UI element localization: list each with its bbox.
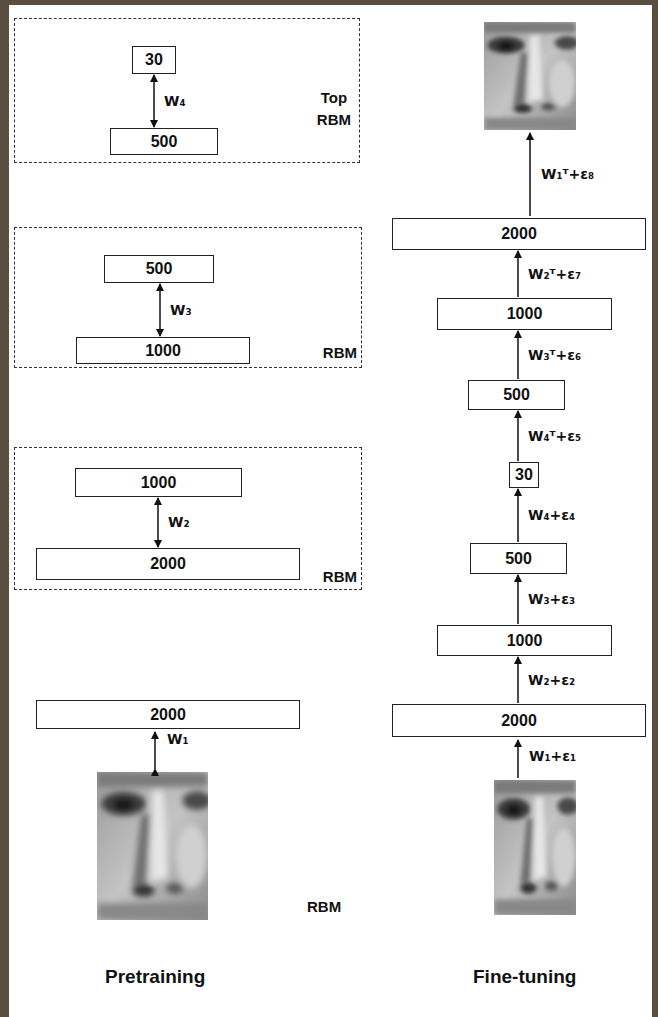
weight-arrow	[517, 575, 519, 624]
weight-label: W₄	[163, 93, 187, 110]
layer-box: 2000	[36, 548, 300, 580]
weight-arrow	[517, 740, 519, 778]
weight-arrow	[517, 251, 519, 297]
layer-size: 500	[503, 387, 530, 403]
layer-box: 30	[132, 46, 176, 74]
weight-label: W₁+ε₁	[528, 748, 577, 765]
weight-arrow	[517, 489, 519, 542]
layer-box: 1000	[437, 298, 612, 330]
face-image	[484, 22, 579, 130]
layer-box: 500	[110, 128, 218, 155]
weight-label: W₃	[169, 302, 193, 319]
layer-size: 500	[505, 551, 532, 567]
weight-label: W₄+ε₄	[527, 507, 576, 524]
section-title: Pretraining	[104, 966, 206, 989]
weight-label: W₃+ε₃	[527, 591, 576, 608]
weight-arrow	[157, 498, 159, 547]
layer-size: 1000	[141, 475, 177, 491]
layer-size: 2000	[150, 707, 186, 723]
rbm-label: RBM	[323, 566, 357, 588]
rbm-label: Top RBM	[317, 87, 351, 131]
layer-box: 500	[104, 255, 214, 283]
weight-label: W₂+ε₂	[527, 672, 576, 689]
weight-arrow	[517, 331, 519, 379]
weight-label: W₁	[166, 731, 190, 748]
layer-size: 30	[515, 467, 533, 483]
layer-size: 500	[151, 134, 178, 150]
layer-box: 30	[509, 462, 539, 488]
layer-size: 1000	[507, 633, 543, 649]
layer-size: 30	[145, 52, 163, 68]
weight-label: W₂ᵀ+ε₇	[527, 266, 582, 283]
weight-label: W₃ᵀ+ε₆	[527, 347, 582, 364]
layer-size: 2000	[150, 556, 186, 572]
rbm-label: RBM	[323, 342, 357, 364]
weight-label: W₁ᵀ+ε₈	[540, 166, 595, 183]
layer-box: 2000	[36, 700, 300, 729]
layer-box: 1000	[76, 337, 250, 364]
weight-arrow	[159, 284, 161, 336]
rbm-group: Top RBM 30 500	[14, 18, 360, 163]
layer-box: 1000	[437, 625, 612, 656]
weight-arrow	[529, 133, 531, 216]
weight-arrow	[517, 411, 519, 461]
weight-arrow	[154, 732, 156, 769]
layer-size: 1000	[507, 306, 543, 322]
layer-box: 500	[470, 543, 567, 574]
weight-arrow	[153, 75, 155, 127]
layer-size: 2000	[501, 226, 537, 242]
section-title: Fine-tuning	[472, 966, 577, 989]
layer-box: 1000	[75, 468, 242, 497]
weight-arrow	[517, 657, 519, 703]
layer-box: 500	[468, 380, 565, 410]
face-image	[494, 780, 578, 915]
layer-size: 500	[146, 261, 173, 277]
rbm-group: RBM 500 1000	[14, 227, 362, 368]
weight-label: W₄ᵀ+ε₅	[527, 428, 582, 445]
rbm-label: RBM	[306, 898, 342, 916]
layer-box: 2000	[392, 704, 646, 737]
layer-size: 2000	[501, 713, 537, 729]
weight-label: W₂	[167, 514, 191, 531]
layer-size: 1000	[145, 343, 181, 359]
layer-box: 2000	[392, 218, 646, 250]
face-image	[97, 772, 211, 920]
